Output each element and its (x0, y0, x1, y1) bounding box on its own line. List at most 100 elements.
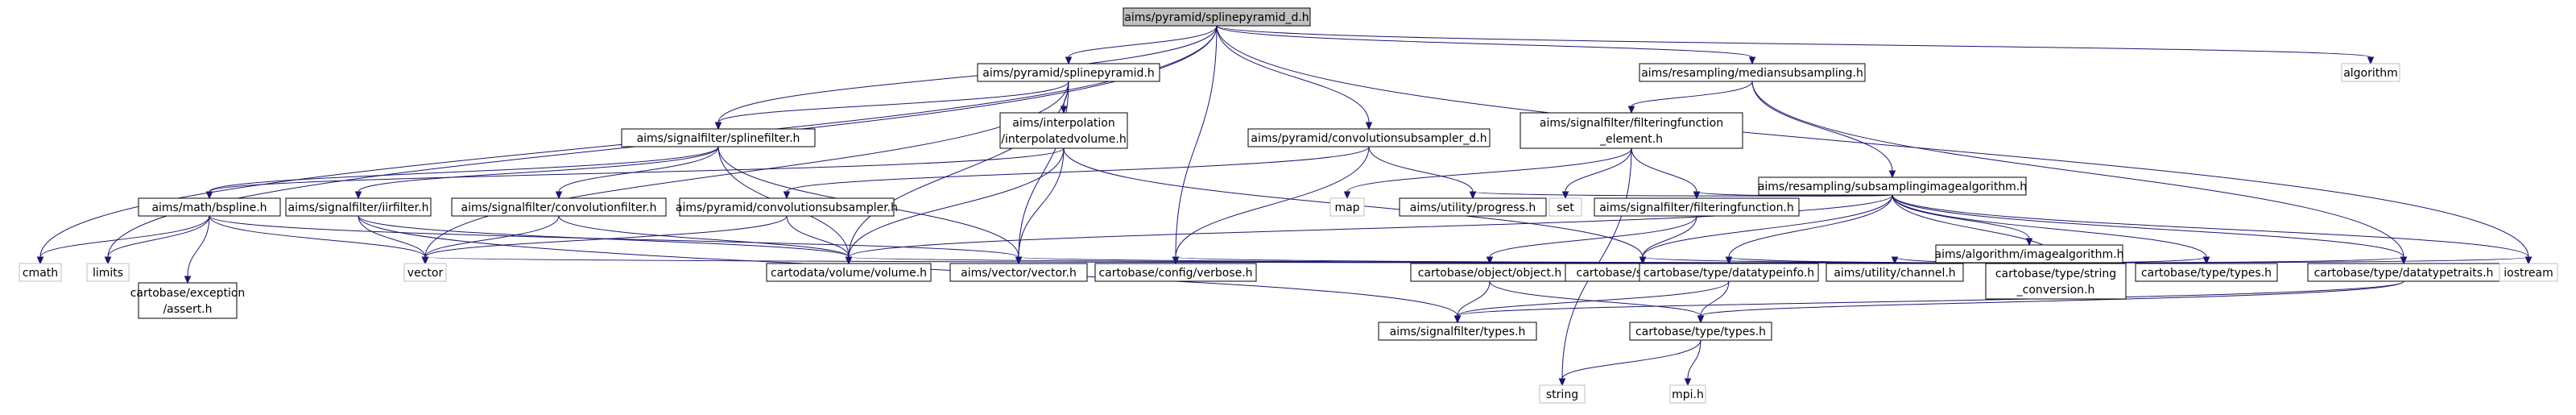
node-convsub[interactable]: aims/pyramid/convolutionsubsampler.h (676, 197, 898, 217)
node-volume[interactable]: cartodata/volume/volume.h (766, 263, 932, 282)
edge-mediansub-to-subimgalg (1751, 81, 1896, 179)
edge-filtfuncelem-to-filtfunc (1631, 147, 1701, 200)
edge-splinefilter-to-convfilter (555, 146, 719, 200)
edge-filtfunc-to-rcptr (1639, 215, 1697, 265)
node-convsubd[interactable]: aims/pyramid/convolutionsubsampler_d.h (1247, 128, 1491, 147)
node-label-interpvol-0: aims/interpolation (1012, 117, 1114, 130)
edge-bspline-to-limits (104, 215, 210, 265)
node-label-ctypes2-0: cartobase/type/types.h (1635, 326, 1766, 338)
node-channel[interactable]: aims/utility/channel.h (1826, 263, 1964, 282)
node-map: map (1329, 197, 1365, 217)
node-label-mediansub-0: aims/resampling/mediansubsampling.h (1641, 67, 1863, 80)
edge-interpvol-to-bspline (205, 147, 1065, 200)
node-label-aimsvector-0: aims/vector/vector.h (961, 267, 1077, 280)
edge-dtraits-to-ctypes2 (1697, 280, 2404, 324)
node-vector: vector (403, 263, 447, 282)
node-label-convsubd-0: aims/pyramid/convolutionsubsampler_d.h (1251, 132, 1486, 145)
edge-root-to-verbose (1172, 25, 1218, 265)
node-imgalg[interactable]: aims/algorithm/imagealgorithm.h (1935, 244, 2124, 264)
edge-object-to-ctypes2 (1489, 280, 1705, 324)
node-datatypeinfo[interactable]: cartobase/type/datatypeinfo.h (1639, 263, 1819, 282)
edge-iirfilter-to-vector (358, 215, 429, 265)
node-label-vector-0: vector (407, 267, 444, 280)
node-subimgalg[interactable]: aims/resampling/subsamplingimagealgorith… (1758, 176, 2027, 196)
edge-root-to-algorithm (1216, 25, 2375, 65)
node-object[interactable]: cartobase/object/object.h (1410, 263, 1569, 282)
edge-ctypes2-to-string (1558, 339, 1701, 387)
edge-dtraits-to-sigtypes (1453, 280, 2404, 324)
node-label-splinepyramid-0: aims/pyramid/splinepyramid.h (982, 67, 1154, 80)
node-label-ctypes-0: cartobase/type/types.h (2141, 267, 2272, 280)
edge-bspline-to-assert (184, 215, 210, 284)
edge-mediansub-to-filtfuncelem (1627, 81, 1753, 114)
node-label-iostream-0: iostream (2504, 267, 2553, 280)
node-label-interpvol-1: /interpolatedvolume.h (1001, 133, 1126, 146)
node-label-object-0: cartobase/object/object.h (1418, 267, 1562, 280)
node-dtraits[interactable]: cartobase/type/datatypetraits.h (2307, 263, 2500, 282)
node-strconv[interactable]: cartobase/type/string_conversion.h (1985, 263, 2127, 300)
node-label-cmath-0: cmath (23, 267, 58, 280)
node-bspline[interactable]: aims/math/bspline.h (138, 197, 281, 217)
edge-root-to-convsubd (1216, 25, 1373, 131)
node-label-progress-0: aims/utility/progress.h (1410, 201, 1536, 214)
node-label-convfilter-0: aims/signalfilter/convolutionfilter.h (461, 201, 657, 214)
edge-convsub-to-vector (421, 215, 788, 265)
node-label-limits-0: limits (93, 267, 123, 280)
node-label-filtfunc-0: aims/signalfilter/filteringfunction.h (1599, 201, 1794, 214)
edge-convsubd-to-convsub (783, 146, 1370, 200)
node-label-sigtypes-0: aims/signalfilter/types.h (1390, 326, 1526, 338)
node-label-set-0: set (1557, 201, 1574, 214)
node-mediansub[interactable]: aims/resampling/mediansubsampling.h (1639, 63, 1866, 82)
edge-datatypeinfo-to-sigtypes (1453, 280, 1730, 324)
edge-root-to-splinepyramid (1065, 25, 1218, 65)
node-label-datatypeinfo-0: cartobase/type/datatypeinfo.h (1644, 267, 1814, 280)
node-label-dtraits-0: cartobase/type/datatypetraits.h (2314, 267, 2494, 280)
node-aimsvector[interactable]: aims/vector/vector.h (949, 263, 1088, 282)
node-filtfunc[interactable]: aims/signalfilter/filteringfunction.h (1594, 197, 1800, 217)
node-iostream: iostream (2499, 263, 2558, 282)
node-mpi: mpi.h (1669, 384, 1706, 404)
node-progress[interactable]: aims/utility/progress.h (1399, 197, 1547, 217)
node-label-strconv-1: _conversion.h (2016, 284, 2095, 297)
node-label-imgalg-0: aims/algorithm/imagealgorithm.h (1935, 248, 2124, 261)
node-label-root-0: aims/pyramid/splinepyramid_d.h (1124, 11, 1309, 24)
edge-root-to-mediansub (1216, 25, 1756, 65)
edges-layer (36, 25, 2533, 387)
node-label-filtfuncelem-0: aims/signalfilter/filteringfunction (1540, 117, 1723, 130)
node-splinefilter[interactable]: aims/signalfilter/splinefilter.h (621, 128, 816, 147)
node-label-mpi-0: mpi.h (1672, 388, 1704, 401)
node-interpvol[interactable]: aims/interpolation/interpolatedvolume.h (999, 112, 1128, 149)
node-label-map-0: map (1334, 201, 1359, 214)
node-limits: limits (86, 263, 130, 282)
node-label-iirfilter-0: aims/signalfilter/iirfilter.h (288, 201, 429, 214)
node-splinepyramid[interactable]: aims/pyramid/splinepyramid.h (977, 63, 1160, 82)
node-sigtypes[interactable]: aims/signalfilter/types.h (1378, 322, 1537, 341)
node-assert[interactable]: cartobase/exception/assert.h (130, 282, 246, 319)
edge-filtfuncelem-to-map (1343, 147, 1632, 200)
node-iirfilter[interactable]: aims/signalfilter/iirfilter.h (285, 197, 432, 217)
node-label-splinefilter-0: aims/signalfilter/splinefilter.h (637, 132, 800, 145)
node-string: string (1539, 384, 1586, 404)
edge-splinepyramid-to-splinefilter (714, 81, 1069, 131)
edge-filtfunc-to-object (1486, 215, 1697, 265)
node-label-filtfuncelem-1: _element.h (1599, 133, 1663, 146)
nodes-layer: aims/pyramid/splinepyramid_d.h aims/pyram… (19, 7, 2558, 404)
node-convfilter[interactable]: aims/signalfilter/convolutionfilter.h (451, 197, 667, 217)
node-verbose[interactable]: cartobase/config/verbose.h (1094, 263, 1257, 282)
node-algorithm: algorithm (2341, 63, 2400, 82)
node-label-algorithm-0: algorithm (2343, 67, 2398, 80)
edge-splinefilter-to-iirfilter (354, 146, 719, 200)
edge-convfilter-to-vector (421, 215, 560, 265)
edge-subimgalg-to-imgalg (1892, 194, 2033, 247)
node-ctypes[interactable]: cartobase/type/types.h (2135, 263, 2278, 282)
node-label-assert-1: /assert.h (163, 303, 212, 316)
edge-iirfilter-to-volume (358, 215, 853, 265)
edge-convsub-to-volume (786, 215, 853, 265)
edge-bspline-to-cmath (36, 215, 210, 265)
node-label-subimgalg-0: aims/resampling/subsamplingimagealgorith… (1758, 181, 2027, 193)
node-ctypes2[interactable]: cartobase/type/types.h (1629, 322, 1772, 341)
node-filtfuncelem[interactable]: aims/signalfilter/filteringfunction _elem… (1520, 112, 1743, 149)
edge-convfilter-to-volume (558, 215, 853, 265)
node-label-convsub-0: aims/pyramid/convolutionsubsampler.h (676, 201, 898, 214)
